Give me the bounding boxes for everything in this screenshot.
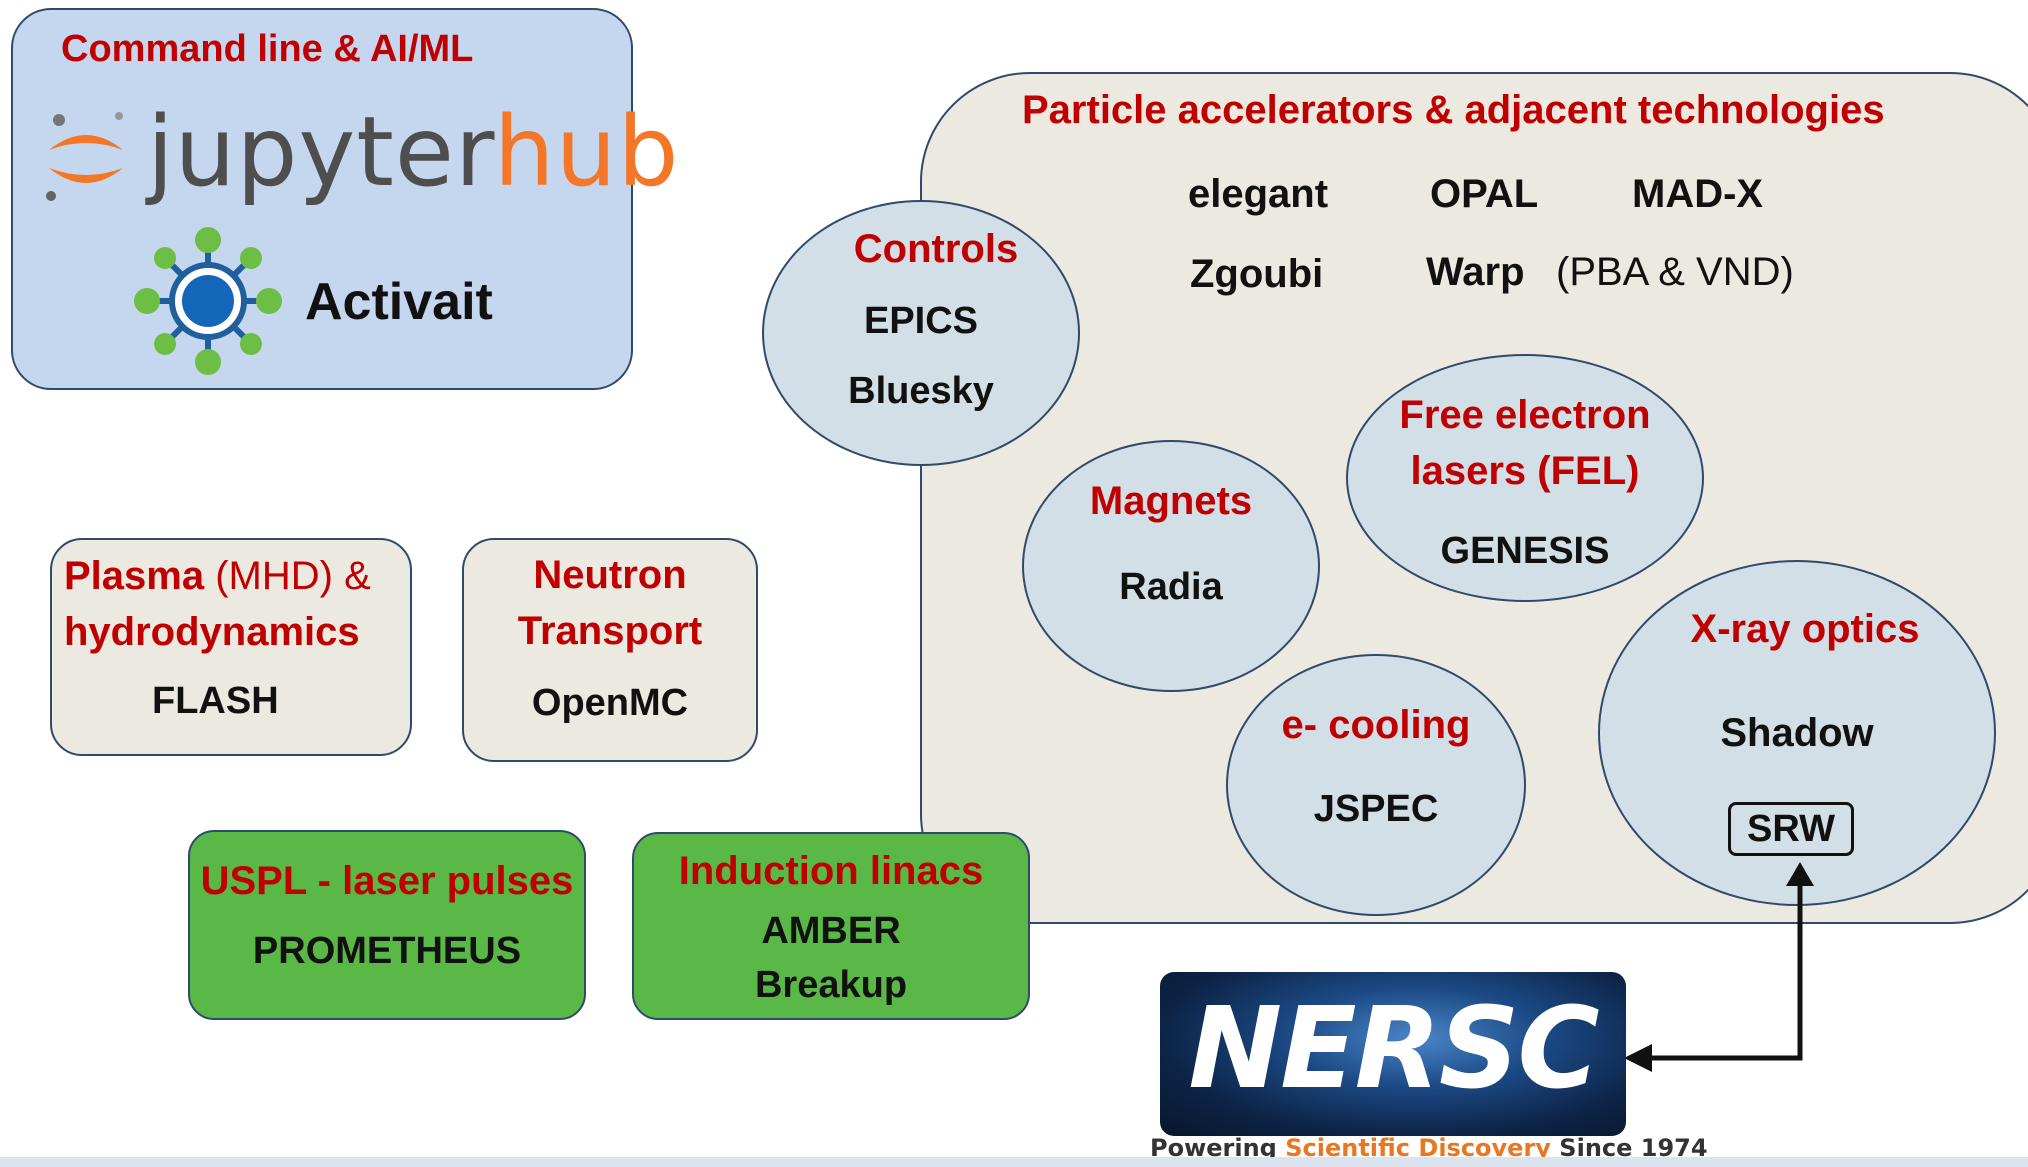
uspl-panel: USPL - laser pulses PROMETHEUS	[188, 830, 586, 1020]
induction-amber: AMBER	[761, 910, 901, 952]
induction-panel: Induction linacs AMBER Breakup	[632, 832, 1030, 1020]
jupyter-wordmark: jupyter	[147, 96, 494, 208]
neutron-title-line2: Transport	[517, 609, 703, 653]
plasma-title-mhd: (MHD) &	[204, 554, 371, 598]
nersc-logo-text: NERSC	[1188, 984, 1599, 1114]
code-elegant: elegant	[1188, 172, 1329, 216]
code-madx: MAD-X	[1632, 172, 1764, 216]
neutron-title-line1: Neutron	[533, 553, 687, 597]
activait-label: Activait	[305, 273, 493, 331]
xray-shadow: Shadow	[1720, 711, 1874, 755]
ecooling-ellipse: e- cooling JSPEC	[1226, 654, 1526, 916]
induction-breakup: Breakup	[754, 964, 908, 1006]
neutron-panel: Neutron Transport OpenMC	[462, 538, 758, 762]
warp-note: (PBA & VND)	[1556, 250, 1794, 294]
plasma-title-line2: hydrodynamics	[64, 610, 360, 654]
magnets-radia: Radia	[1119, 566, 1223, 608]
cli-ai-ml-panel: Command line & AI/ML jupyterhub Activait	[11, 8, 678, 390]
activait-network-icon	[134, 227, 282, 375]
code-zgoubi: Zgoubi	[1190, 252, 1324, 296]
plasma-title-line1: Plasma (MHD) &	[64, 554, 371, 599]
controls-ellipse: Controls EPICS Bluesky	[762, 200, 1080, 466]
fel-title-line1: Free electron	[1399, 393, 1651, 437]
neutron-openmc: OpenMC	[531, 682, 689, 724]
nersc-logo: NERSC	[1160, 972, 1626, 1136]
fel-genesis: GENESIS	[1440, 530, 1610, 572]
srw-box: SRW	[1728, 802, 1854, 856]
ecooling-jspec: JSPEC	[1313, 788, 1439, 830]
magnets-ellipse: Magnets Radia	[1022, 440, 1320, 692]
plasma-title-red: Plasma	[64, 554, 205, 598]
magnets-title: Magnets	[1089, 479, 1253, 523]
fel-title-line2: lasers (FEL)	[1410, 449, 1640, 493]
controls-epics: EPICS	[863, 300, 979, 342]
controls-title: Controls	[853, 227, 1019, 271]
fel-ellipse: Free electron lasers (FEL) GENESIS	[1346, 354, 1704, 602]
cli-panel-title: Command line & AI/ML	[61, 28, 474, 70]
jupyter-orbit-icon	[46, 112, 123, 201]
plasma-flash: FLASH	[152, 680, 279, 722]
jupyterhub-logo: jupyterhub	[39, 102, 678, 222]
uspl-prometheus: PROMETHEUS	[252, 930, 522, 972]
accelerators-title: Particle accelerators & adjacent technol…	[1022, 88, 1885, 132]
ecooling-title: e- cooling	[1281, 703, 1471, 747]
controls-bluesky: Bluesky	[848, 370, 994, 412]
uspl-title: USPL - laser pulses	[200, 859, 574, 903]
bottom-strip	[0, 1157, 2028, 1167]
plasma-panel: Plasma (MHD) & hydrodynamics FLASH	[50, 538, 412, 756]
code-warp: Warp	[1426, 250, 1525, 294]
hub-wordmark: hub	[493, 96, 680, 208]
xray-ellipse: X-ray optics Shadow SRW	[1598, 560, 1996, 906]
code-opal: OPAL	[1430, 172, 1539, 216]
induction-title: Induction linacs	[678, 849, 984, 893]
xray-title: X-ray optics	[1690, 607, 1920, 651]
